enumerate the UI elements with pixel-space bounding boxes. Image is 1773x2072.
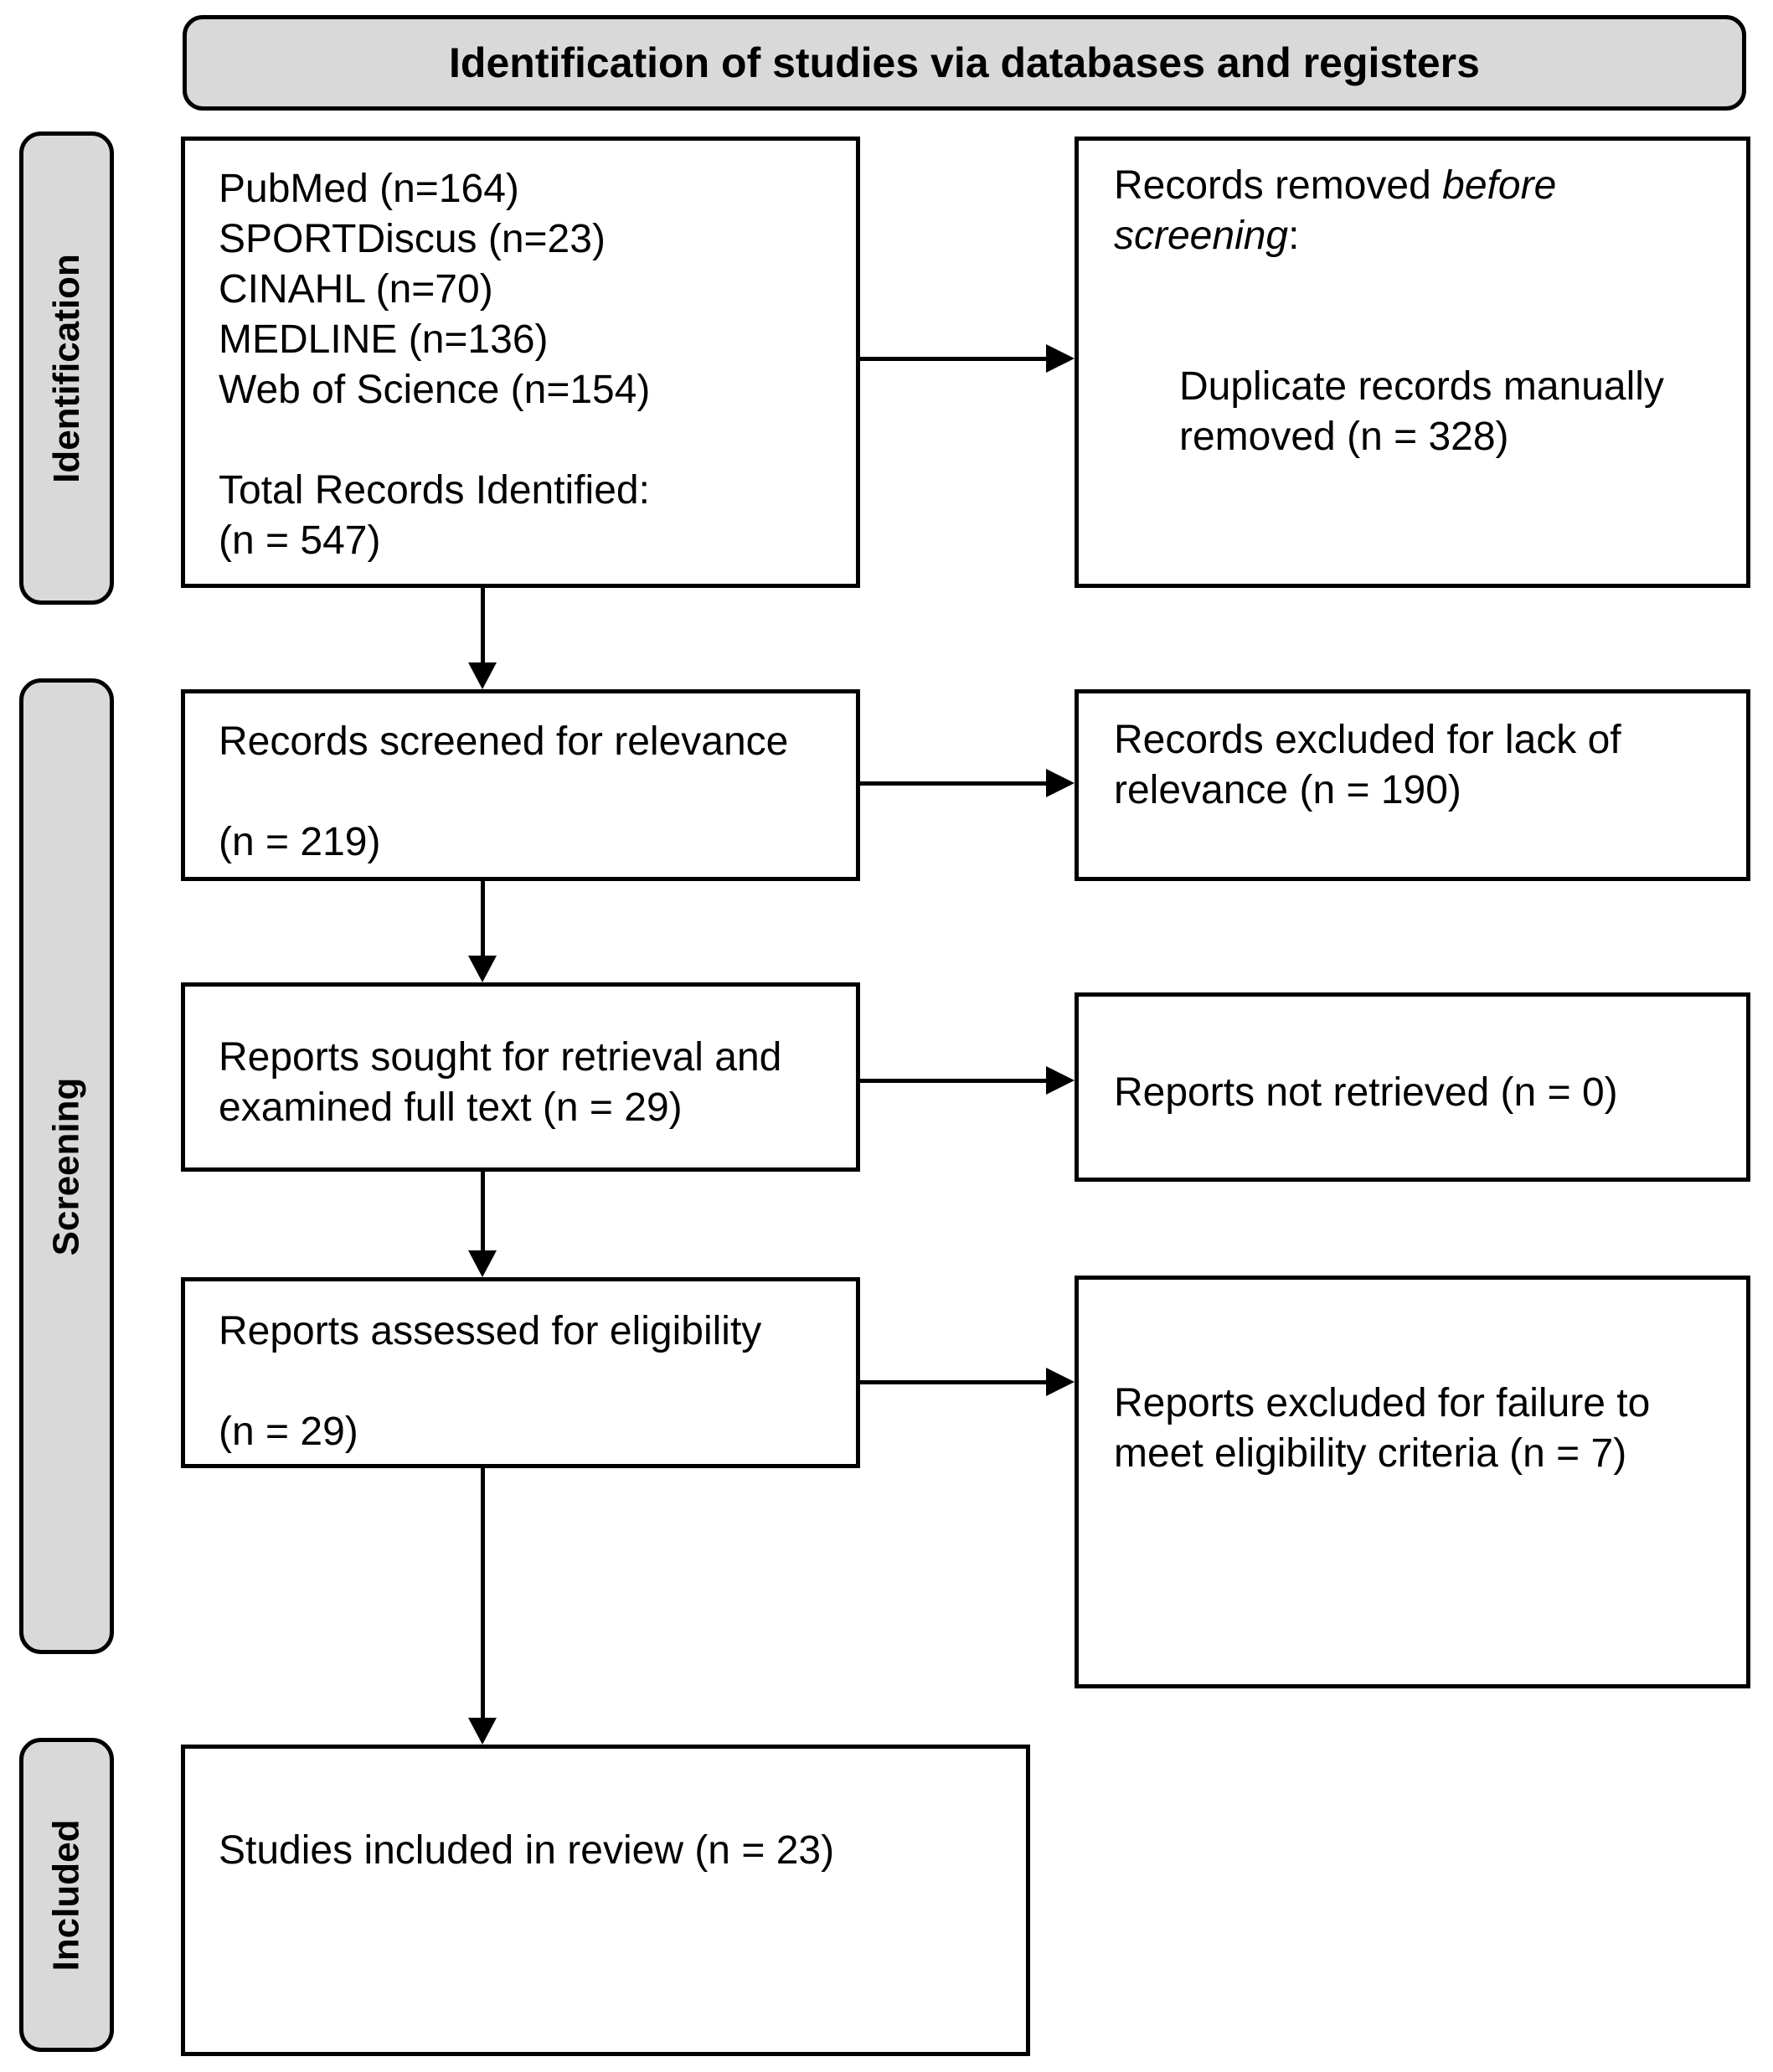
- connector-assessed-to-included: [481, 1468, 485, 1720]
- arrowhead-right-icon: [1046, 769, 1075, 797]
- arrowhead-down-icon: [468, 1718, 497, 1745]
- database-source-line: Web of Science (n=154): [219, 368, 651, 412]
- connector-screened-to-excluded: [860, 781, 1048, 786]
- reports-sought-text: Reports sought for retrieval and examine…: [219, 1035, 782, 1130]
- total-records-count: (n = 547): [219, 518, 381, 563]
- records-screened-count: (n = 219): [219, 820, 381, 864]
- connector-assessed-to-excluded: [860, 1380, 1048, 1384]
- records-removed-heading-italic: before screening: [1114, 163, 1557, 258]
- records-removed-heading: Records removed before screening:: [1114, 161, 1616, 261]
- box-records-excluded: Records excluded for lack of relevance (…: [1075, 689, 1750, 881]
- stage-label-screening: Screening: [19, 678, 114, 1654]
- connector-screened-to-sought: [481, 881, 485, 958]
- reports-excluded-eligibility-text: Reports excluded for failure to meet eli…: [1114, 1381, 1651, 1476]
- arrowhead-down-icon: [468, 956, 497, 982]
- stage-label-screening-text: Screening: [45, 1077, 87, 1255]
- connector-sought-to-assessed: [481, 1172, 485, 1253]
- connector-databases-to-screened: [481, 588, 485, 665]
- connector-sought-to-not-retrieved: [860, 1079, 1048, 1083]
- stage-label-identification: Identification: [19, 131, 114, 605]
- stage-label-identification-text: Identification: [45, 253, 87, 483]
- box-databases-identified: PubMed (n=164) SPORTDiscus (n=23) CINAHL…: [181, 137, 860, 588]
- arrowhead-right-icon: [1046, 344, 1075, 373]
- records-removed-heading-prefix: Records removed: [1114, 163, 1443, 208]
- stage-label-included-text: Included: [45, 1819, 87, 1971]
- box-reports-not-retrieved: Reports not retrieved (n = 0): [1075, 992, 1750, 1182]
- box-studies-included: Studies included in review (n = 23): [181, 1745, 1030, 2056]
- stage-label-included: Included: [19, 1738, 114, 2052]
- records-excluded-text: Records excluded for lack of relevance (…: [1114, 718, 1621, 812]
- database-source-line: PubMed (n=164): [219, 167, 519, 211]
- arrowhead-down-icon: [468, 1250, 497, 1277]
- duplicates-removed-detail: Duplicate records manually removed (n = …: [1179, 364, 1664, 459]
- database-source-line: SPORTDiscus (n=23): [219, 217, 606, 261]
- arrowhead-right-icon: [1046, 1368, 1075, 1396]
- reports-assessed-text: Reports assessed for eligibility: [219, 1309, 762, 1353]
- reports-assessed-count: (n = 29): [219, 1410, 358, 1454]
- arrowhead-down-icon: [468, 662, 497, 689]
- box-records-removed: Records removed before screening: Duplic…: [1075, 137, 1750, 588]
- total-records-label: Total Records Identified:: [219, 468, 650, 513]
- database-source-line: CINAHL (n=70): [219, 267, 493, 312]
- database-source-line: MEDLINE (n=136): [219, 317, 549, 362]
- studies-included-text: Studies included in review (n = 23): [219, 1828, 835, 1873]
- box-records-screened: Records screened for relevance (n = 219): [181, 689, 860, 881]
- records-screened-text: Records screened for relevance: [219, 719, 789, 764]
- box-reports-sought: Reports sought for retrieval and examine…: [181, 982, 860, 1172]
- box-reports-excluded-eligibility: Reports excluded for failure to meet eli…: [1075, 1276, 1750, 1688]
- connector-databases-to-removed: [860, 357, 1048, 361]
- records-removed-heading-suffix: :: [1288, 214, 1300, 258]
- diagram-title: Identification of studies via databases …: [449, 39, 1480, 86]
- arrowhead-right-icon: [1046, 1066, 1075, 1095]
- reports-not-retrieved-text: Reports not retrieved (n = 0): [1114, 1070, 1618, 1115]
- diagram-title-banner: Identification of studies via databases …: [183, 15, 1746, 111]
- box-reports-assessed: Reports assessed for eligibility (n = 29…: [181, 1277, 860, 1468]
